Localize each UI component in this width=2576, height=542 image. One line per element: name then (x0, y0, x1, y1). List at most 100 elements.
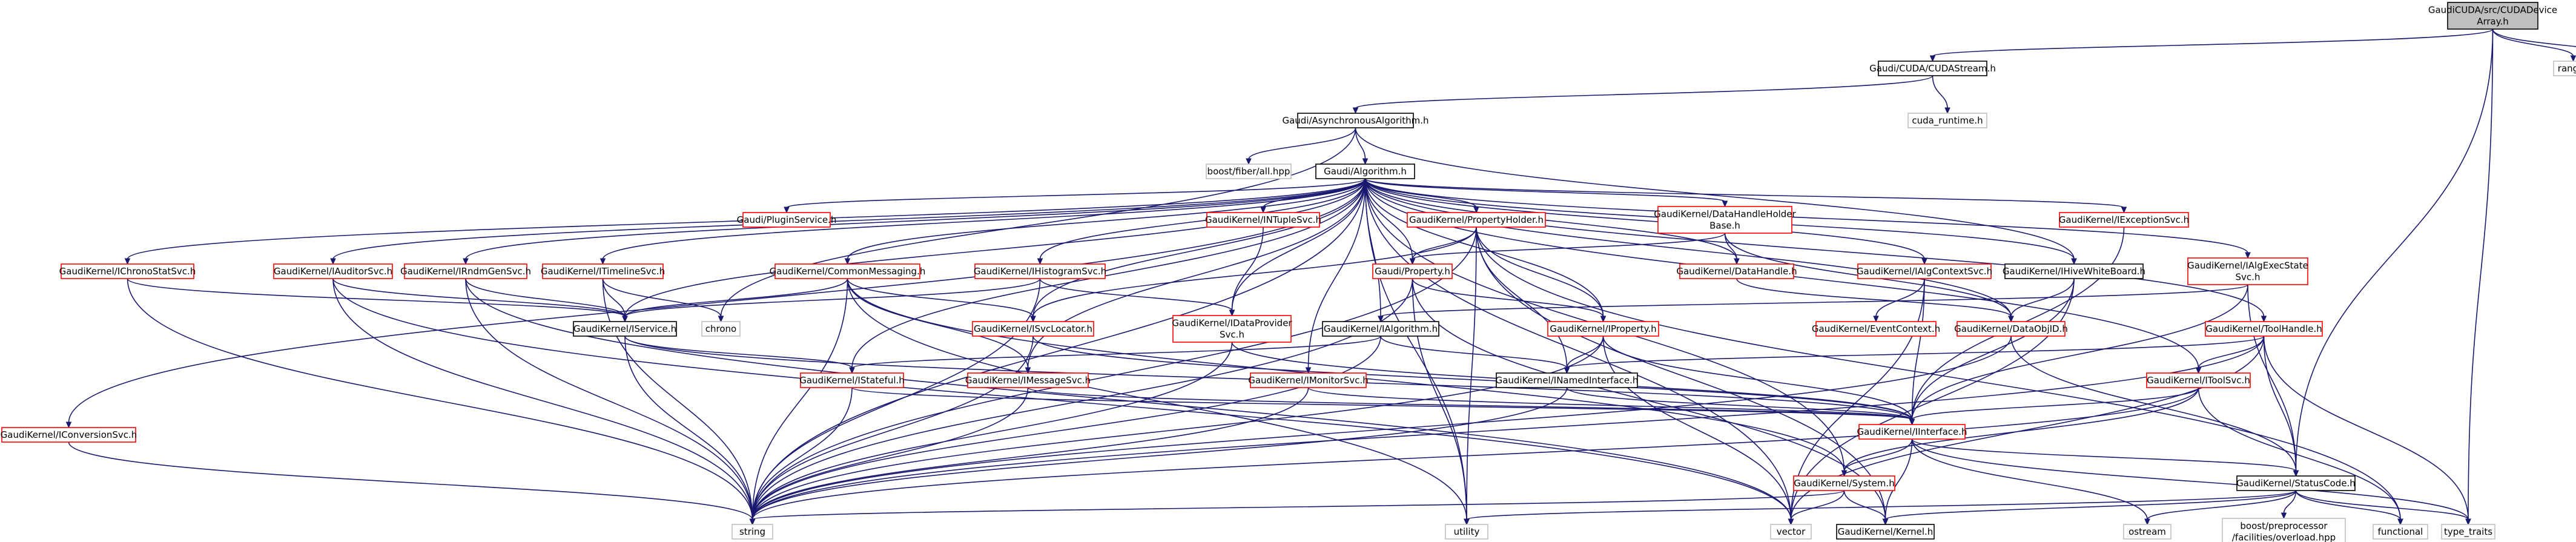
node-ihivewhiteboard-label-0: GaudiKernel/IHiveWhiteBoard.h (2003, 266, 2145, 277)
node-isvclocator[interactable]: GaudiKernel/ISvcLocator.h (972, 321, 1094, 337)
node-commonmessaging-box (774, 263, 920, 279)
node-itimelinesvc[interactable]: GaudiKernel/ITimelineSvc.h (541, 263, 665, 279)
edge-propholder-to-utility (1466, 226, 1477, 520)
node-fibercall-box (1206, 164, 1292, 179)
edge-ialgorithm-to-inamedinterface (1380, 335, 1568, 369)
node-asyncalg[interactable]: Gaudi/AsynchronousAlgorithm.h (1282, 113, 1429, 128)
node-iauditorsvc[interactable]: GaudiKernel/IAuditorSvc.h (273, 263, 393, 279)
node-inamedinterface[interactable]: GaudiKernel/INamedInterface.h (1496, 372, 1639, 388)
node-commonmessaging[interactable]: GaudiKernel/CommonMessaging.h (770, 263, 926, 279)
node-ialgorithm[interactable]: GaudiKernel/IAlgorithm.h (1322, 321, 1439, 337)
edge-algorithm-to-dataobjid (1364, 178, 2012, 317)
node-ihivewhiteboard[interactable]: GaudiKernel/IHiveWhiteBoard.h (2003, 263, 2145, 279)
edge-ialgexecstate-to-statuscode (2247, 284, 2297, 472)
node-cudastream[interactable]: Gaudi/CUDA/CUDAStream.h (1869, 61, 1996, 76)
node-imonitorsvc-box (1250, 372, 1367, 388)
node-imessagesvc-box (967, 372, 1089, 388)
edge-itimelinesvc-to-iservice (602, 278, 626, 317)
node-iconversionsvc[interactable]: GaudiKernel/IConversionSvc.h (1, 427, 137, 443)
arrowhead-iinterface-to-system (1841, 470, 1848, 477)
node-ostream-box (2123, 524, 2171, 540)
arrowhead-root-to-cudastream (1929, 55, 1936, 62)
edge-statuscode-to-typetraits (2295, 490, 2469, 520)
node-iexceptionsvc-box (2059, 212, 2189, 228)
edge-iauditorsvc-to-string (332, 278, 753, 520)
arrowhead-itoolsvc-to-iinterface (1909, 418, 1915, 426)
node-propholder[interactable]: GaudiKernel/PropertyHolder.h (1407, 212, 1546, 228)
node-imessagesvc[interactable]: GaudiKernel/IMessageSvc.h (965, 372, 1091, 388)
edge-algorithm-to-string (751, 178, 1366, 520)
edge-layer (65, 28, 2576, 526)
node-algorithm[interactable]: Gaudi/Algorithm.h (1315, 164, 1415, 179)
node-iexceptionsvc[interactable]: GaudiKernel/IExceptionSvc.h (2059, 212, 2189, 228)
edge-ihistogramsvc-to-idataprovider (1039, 278, 1233, 311)
edge-iinterface-to-ostream (1911, 438, 2148, 520)
node-ialgcontextsvc[interactable]: GaudiKernel/IAlgContextSvc.h (1857, 263, 1992, 279)
node-imonitorsvc[interactable]: GaudiKernel/IMonitorSvc.h (1248, 372, 1369, 388)
node-ranges-box (2553, 61, 2576, 76)
edge-ialgexecstate-to-ialgorithm (1380, 284, 2248, 317)
node-datahandle[interactable]: GaudiKernel/DataHandle.h (1676, 263, 1797, 279)
node-intuplesvc-label-0: GaudiKernel/INTupleSvc.h (1205, 214, 1321, 225)
node-kernel[interactable]: GaudiKernel/Kernel.h (1836, 524, 1935, 540)
node-statuscode[interactable]: GaudiKernel/StatusCode.h (2236, 475, 2356, 491)
node-itimelinesvc-label-0: GaudiKernel/ITimelineSvc.h (541, 266, 665, 277)
node-itoolsvc[interactable]: GaudiKernel/IToolSvc.h (2146, 372, 2251, 388)
node-overload: boost/preprocessor/facilities/overload.h… (2222, 518, 2346, 542)
edge-toolhandle-to-typetraits (2263, 335, 2469, 520)
node-propholder-box (1407, 212, 1546, 228)
edge-commonmessaging-to-isvclocator (847, 278, 1034, 317)
edge-propholder-to-kernel (1476, 226, 1886, 520)
arrowhead-toolhandle-to-inamedinterface (1564, 367, 1570, 374)
edge-algorithm-to-gaudiproperty (1364, 178, 1413, 260)
node-irndmgensvc[interactable]: GaudiKernel/IRndmGenSvc.h (400, 263, 531, 279)
node-inamedinterface-label-0: GaudiKernel/INamedInterface.h (1496, 375, 1639, 386)
arrowhead-algorithm-to-ihistogramsvc (1037, 258, 1043, 265)
node-iproperty-box (1547, 321, 1659, 337)
edge-algorithm-to-ialgcontextsvc (1364, 178, 1925, 260)
node-iinterface-label-0: GaudiKernel/IInterface.h (1857, 426, 1967, 437)
node-pluginsvc[interactable]: Gaudi/PluginService.h (737, 212, 837, 228)
node-gaudiproperty-box (1372, 263, 1453, 279)
node-intuplesvc[interactable]: GaudiKernel/INTupleSvc.h (1205, 212, 1321, 228)
arrowhead-cudastream-to-cudaruntime (1944, 107, 1950, 114)
node-itoolsvc-box (2146, 372, 2251, 388)
edge-algorithm-to-toolhandle (1364, 178, 2265, 317)
node-itoolsvc-label-0: GaudiKernel/IToolSvc.h (2147, 375, 2250, 386)
node-iproperty[interactable]: GaudiKernel/IProperty.h (1547, 321, 1659, 337)
arrowhead-system-to-string (749, 518, 756, 526)
node-toolhandle[interactable]: GaudiKernel/ToolHandle.h (2205, 321, 2323, 337)
edge-iservice-to-istateful (624, 335, 853, 369)
node-iservice[interactable]: GaudiKernel/IService.h (573, 321, 677, 337)
node-ialgexecstate-label-1: Svc.h (2236, 272, 2261, 283)
node-cudaruntime: cuda_runtime.h (1907, 113, 1987, 128)
node-iinterface[interactable]: GaudiKernel/IInterface.h (1857, 424, 1967, 440)
node-ichronostatsvc[interactable]: GaudiKernel/IChronoStatSvc.h (59, 263, 196, 279)
edge-propholder-to-string (751, 226, 1477, 520)
node-imessagesvc-label-0: GaudiKernel/IMessageSvc.h (965, 375, 1091, 386)
arrowhead-datahandleholder-to-gaudiproperty (1409, 258, 1416, 265)
node-ihistogramsvc[interactable]: GaudiKernel/IHistogramSvc.h (974, 263, 1106, 279)
node-system[interactable]: GaudiKernel/System.h (1793, 475, 1895, 491)
node-functional-box (2373, 524, 2428, 540)
node-kernel-label-0: GaudiKernel/Kernel.h (1838, 526, 1934, 537)
node-istateful[interactable]: GaudiKernel/IStateful.h (799, 372, 905, 388)
node-gaudiproperty[interactable]: Gaudi/Property.h (1372, 263, 1453, 279)
arrowhead-algorithm-to-ialgexecstate (2245, 252, 2251, 259)
edge-dataobjid-to-statuscode (2010, 335, 2297, 472)
edge-ihivewhiteboard-to-iinterface (1911, 278, 2075, 420)
node-dataobjid[interactable]: GaudiKernel/DataObjID.h (1954, 321, 2068, 337)
node-eventcontext[interactable]: GaudiKernel/EventContext.h (1812, 321, 1940, 337)
edge-asyncalg-to-fibercall (1248, 127, 1356, 160)
node-intuplesvc-box (1206, 212, 1320, 228)
arrowhead-ialgexecstate-to-ialgorithm (1378, 316, 1384, 323)
edge-system-to-string (751, 490, 1845, 520)
node-eventcontext-box (1815, 321, 1937, 337)
node-ostream-label-0: ostream (2129, 526, 2166, 537)
node-irndmgensvc-box (404, 263, 527, 279)
node-chrono-box (701, 321, 741, 337)
